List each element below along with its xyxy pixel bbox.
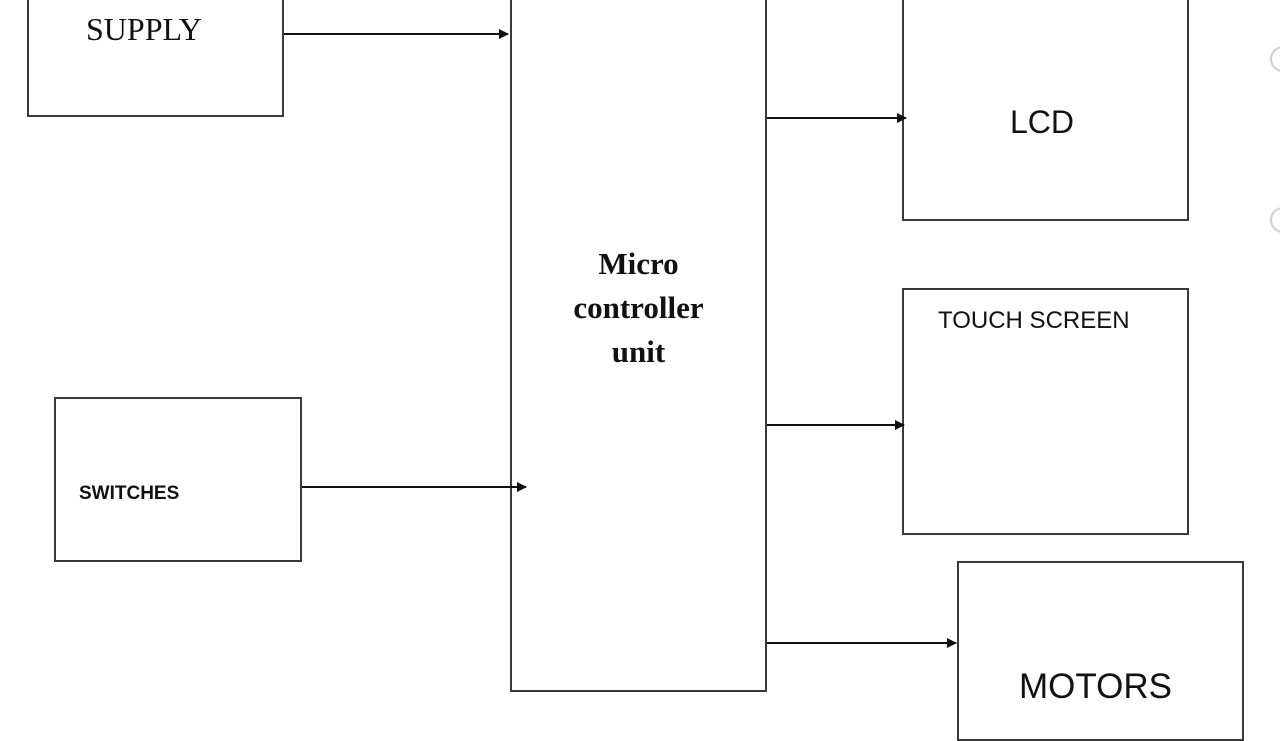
lcd-label: LCD: [1010, 104, 1075, 140]
connector-lines: [284, 29, 957, 648]
microcontroller-label-line-1: Micro: [598, 246, 679, 281]
microcontroller-label-line-2: controller: [573, 290, 704, 325]
switches-label: SWITCHES: [79, 483, 180, 504]
touch-screen-block: [902, 288, 1189, 535]
touch-screen-label: TOUCH SCREEN: [938, 307, 1130, 334]
switches-block: [54, 397, 302, 562]
motors-label: MOTORS: [1019, 667, 1172, 706]
power-supply-block: [27, 0, 284, 117]
microcontroller-block: [510, 0, 767, 692]
motors-block: [957, 561, 1244, 741]
power-supply-label: SUPPLY: [86, 11, 202, 47]
lcd-block: [902, 0, 1189, 221]
microcontroller-label-line-3: unit: [611, 334, 666, 369]
